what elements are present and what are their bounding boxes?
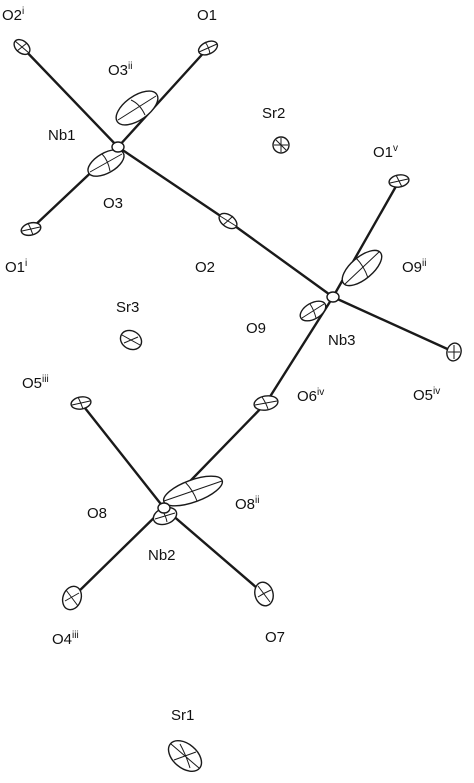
atom-sr1 [167, 740, 203, 772]
atom-o8ii [162, 475, 224, 507]
label-o6iv: O6iv [297, 387, 324, 405]
atom-o4iii [61, 585, 83, 611]
label-o8ii: O8ii [235, 495, 259, 513]
atom-o2i [13, 38, 31, 56]
label-o3: O3 [103, 195, 123, 212]
atom-o9ii [341, 249, 383, 287]
atom-o1 [197, 40, 219, 56]
atom-o1i [20, 221, 42, 237]
label-o4iii: O4iii [52, 630, 79, 648]
labels: O2i O1 O3ii Sr2 Nb1 O1v O3 O1i O2 O9ii S… [2, 6, 440, 724]
atom-o1v [388, 174, 410, 188]
atom-nb2 [157, 502, 171, 514]
atom-o5iv [446, 342, 462, 362]
bond-o2-nb3 [226, 219, 335, 299]
label-nb3: Nb3 [328, 332, 356, 349]
atom-o7 [254, 581, 274, 607]
atom-o3ii [115, 90, 159, 126]
bond-nb1-o2i [20, 45, 120, 149]
atom-o3 [87, 149, 125, 177]
atoms [13, 38, 462, 772]
label-o9: O9 [246, 320, 266, 337]
label-o5iv: O5iv [413, 386, 440, 404]
label-o8: O8 [87, 505, 107, 522]
atom-o2 [218, 212, 238, 230]
label-o1v: O1v [373, 143, 398, 161]
label-o9ii: O9ii [402, 258, 426, 276]
label-o1: O1 [197, 7, 217, 24]
atom-nb1 [111, 141, 125, 153]
label-o3ii: O3ii [108, 61, 132, 79]
bond-nb2-o7 [162, 506, 266, 596]
label-o1i: O1i [5, 258, 27, 276]
label-sr1: Sr1 [171, 707, 194, 724]
label-sr2: Sr2 [262, 105, 285, 122]
label-o7: O7 [265, 629, 285, 646]
atom-o6iv [253, 395, 279, 411]
atom-sr2 [272, 136, 290, 154]
bond-nb2-o4iii [70, 506, 166, 600]
atom-o5iii [70, 396, 92, 410]
label-o2: O2 [195, 259, 215, 276]
atom-nb3 [326, 291, 340, 303]
bond-nb2-o5iii [79, 401, 166, 510]
bond-nb1-o1 [116, 46, 210, 149]
label-o5iii: O5iii [22, 374, 49, 392]
bond-nb1-o2 [116, 145, 230, 223]
label-nb1: Nb1 [48, 127, 76, 144]
atom-sr3 [119, 329, 143, 351]
label-o2i: O2i [2, 6, 24, 24]
atom-o9 [299, 300, 327, 322]
label-nb2: Nb2 [148, 547, 176, 564]
bond-nb3-o5iv [331, 295, 456, 354]
label-sr3: Sr3 [116, 299, 139, 316]
